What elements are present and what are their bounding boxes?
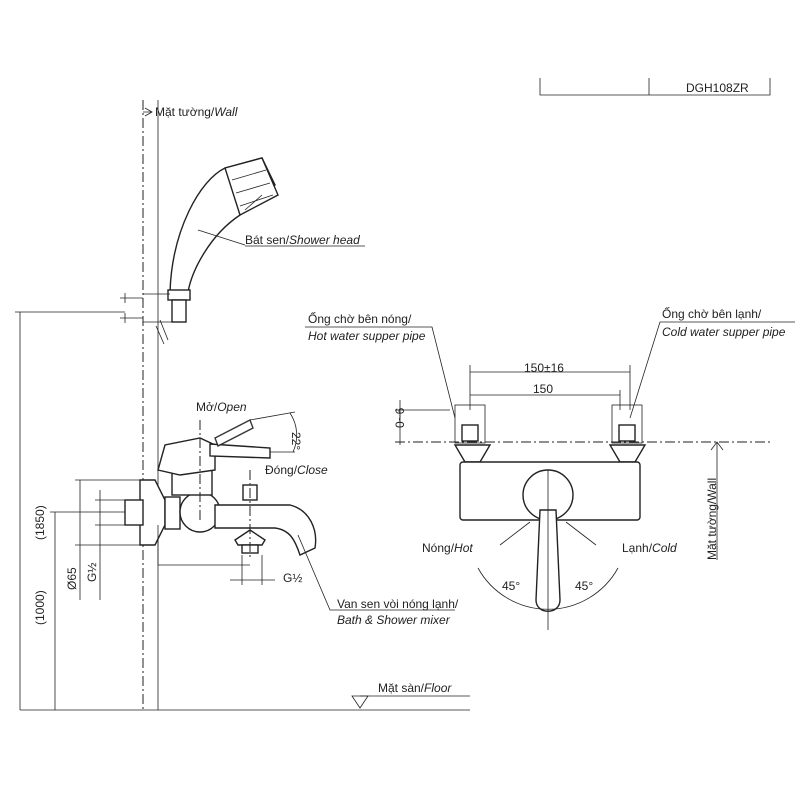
- hot-pipe-label-en: Hot water supper pipe: [308, 329, 426, 343]
- mixer-label-en: Bath & Shower mixer: [337, 613, 451, 627]
- model-code: DGH108ZR: [686, 81, 749, 95]
- mixer-body: [124, 419, 317, 566]
- vertical-dimensions: (1850) (1000) Ø65 G½: [15, 311, 140, 710]
- outlet-thread: G½: [283, 571, 302, 585]
- hot-pipe-label: Ống chờ bên nóng/: [308, 311, 412, 326]
- mixer-label: Van sen vòi nóng lạnh/: [337, 597, 459, 611]
- side-view: Mặt tường/Wall Mặt sàn/Floor Bát sen/Sho…: [15, 100, 470, 711]
- height-1000: (1000): [33, 590, 47, 625]
- dim-150-16: 150±16: [524, 361, 564, 375]
- open-label: Mở/Open: [196, 400, 247, 414]
- angle-left: 45°: [502, 579, 520, 593]
- dim-depth: 0~6: [393, 407, 407, 428]
- angle-right: 45°: [575, 579, 593, 593]
- floor-label: Mặt sàn/Floor: [378, 681, 452, 695]
- title-block: DGH108ZR: [539, 78, 771, 96]
- front-view: Mặt tường/Wall Ống chờ bên nóng/ Hot wat…: [305, 306, 795, 630]
- cold-pipe-label: Ống chờ bên lạnh/: [662, 306, 762, 321]
- cold-pipe-label-en: Cold water supper pipe: [662, 325, 786, 339]
- height-1850: (1850): [33, 505, 47, 540]
- angle-22: 22°: [289, 432, 303, 450]
- wall-label: Mặt tường/Wall: [155, 105, 238, 119]
- cold-label: Lạnh/Cold: [622, 541, 677, 555]
- flange-diameter: Ø65: [65, 567, 79, 590]
- close-label: Đóng/Close: [265, 463, 328, 477]
- shower-head: Bát sen/Shower head: [120, 157, 365, 345]
- dim-150: 150: [533, 382, 553, 396]
- inlet-thread: G½: [85, 563, 99, 582]
- front-wall-label: Mặt tường/Wall: [705, 478, 719, 560]
- shower-head-label: Bát sen/Shower head: [245, 233, 360, 247]
- hot-label: Nóng/Hot: [422, 541, 473, 555]
